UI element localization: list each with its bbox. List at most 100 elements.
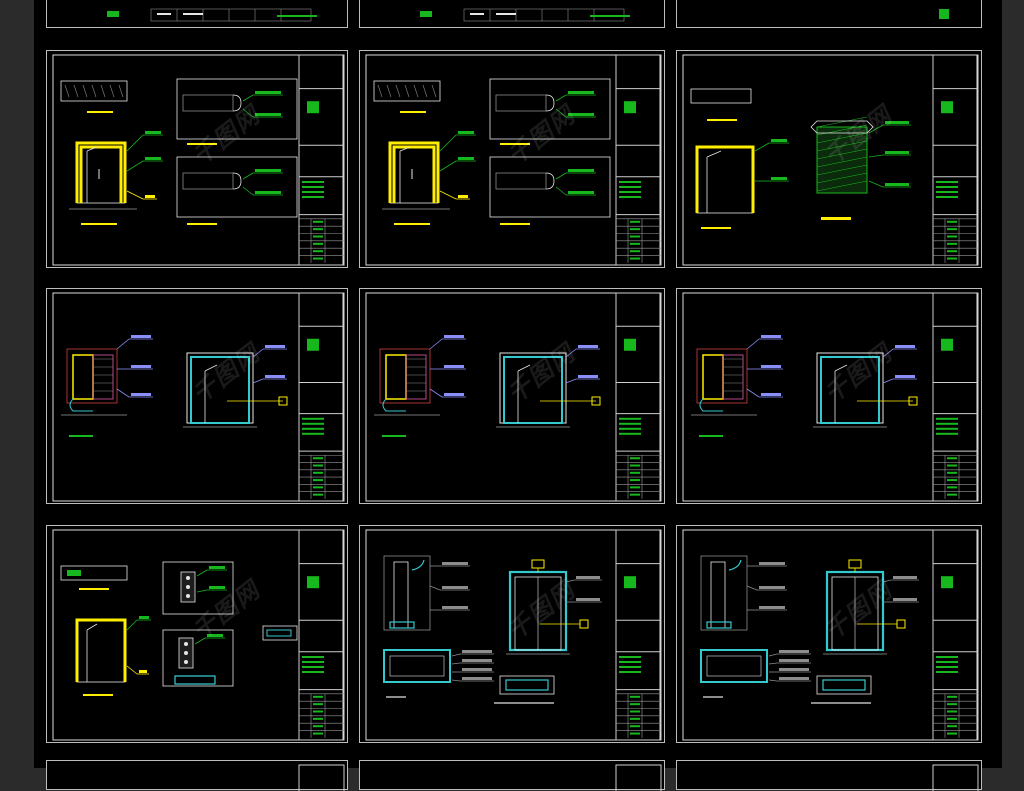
sec-top-callout-a-label (568, 91, 594, 94)
detail-bot-callout-a-leader (194, 637, 206, 645)
hatch-callout-a-label (885, 121, 909, 124)
plan-hatch-line (91, 84, 97, 98)
elev-callout-a-label (458, 131, 474, 134)
sheet-drawing (939, 9, 949, 19)
title-grid-text (630, 695, 640, 698)
elev-callout-c-leader (439, 190, 457, 200)
elev-callout-b-leader (565, 378, 577, 384)
sheet-inner-border (52, 529, 344, 741)
head-callout-3-leader (451, 679, 461, 682)
door-frame-yellow (695, 145, 755, 213)
title-logo-mark (941, 576, 953, 589)
title-block (615, 54, 662, 266)
title-logo-mark (307, 101, 319, 114)
sheet-r0-c0 (46, 0, 348, 28)
hatch-callout-a-leader (868, 124, 884, 134)
door-elevation-outer (186, 352, 254, 424)
section-core-yellow (385, 354, 407, 400)
head-title-bar (703, 696, 723, 698)
sheet-drawing (365, 529, 662, 741)
title-text-line (302, 422, 324, 425)
section-veneer (405, 354, 427, 400)
sheet-inner-border (365, 54, 661, 266)
jamb-callout-b-label (759, 586, 785, 589)
detail-dot (186, 576, 190, 580)
sheet-drawing (615, 764, 662, 791)
section-molding-bottom (545, 172, 555, 190)
sec-bot-callout-b-leader (555, 186, 567, 196)
jamb-callout-b-leader (429, 585, 441, 591)
title-grid-text (947, 717, 957, 720)
plan-hatch-line (422, 84, 428, 98)
strip-table-text-green (277, 15, 317, 17)
title-logo-mark (307, 338, 319, 351)
title-block (932, 54, 979, 266)
title-grid-text (947, 486, 957, 489)
elev-callout-b-label (895, 375, 915, 378)
sheet-drawing (52, 54, 345, 266)
title-grid-text (313, 486, 323, 489)
sec-bot-callout-b-leader (242, 186, 254, 196)
detail-dot (184, 660, 188, 664)
title-text-line (936, 671, 958, 673)
small-detail-box (499, 675, 555, 695)
door-frame-yellow (75, 618, 127, 682)
plan-hatch-line (82, 84, 88, 98)
sec-callout-c-leader (746, 388, 760, 398)
title-text-line (619, 671, 641, 673)
section-outline-red (379, 348, 431, 404)
small-detail-box (262, 625, 298, 641)
elev-callout-a-label (576, 576, 600, 579)
title-text-line (302, 432, 324, 435)
elev-callout-a-label (771, 139, 787, 142)
sheet-drawing (365, 292, 662, 502)
head-callout-2-label (779, 668, 809, 671)
plan-hatch-line (431, 84, 437, 98)
door-leaf-line (204, 364, 218, 372)
plan-hatch-line (73, 84, 79, 98)
elev-callout-c-leader (126, 190, 144, 200)
title-text-line (302, 656, 324, 658)
door-frame-yellow (75, 141, 127, 203)
title-grid-text (630, 717, 640, 720)
elev-tag-yellow (278, 396, 288, 406)
title-grid-text (313, 493, 323, 496)
title-grid-text (630, 725, 640, 728)
section-veneer (722, 354, 744, 400)
sec-top-callout-b-leader (242, 108, 254, 118)
detail-top-callout-b-label (209, 586, 225, 589)
head-callout-1-leader (768, 662, 778, 665)
sheet-drawing (932, 764, 979, 791)
title-grid-text (630, 257, 640, 260)
title-text-line (619, 427, 641, 430)
sec-top-callout-a-leader (555, 94, 567, 102)
elev-callout-a-leader (439, 134, 457, 152)
plan-hatch-line (413, 84, 419, 98)
title-grid-text (947, 235, 957, 238)
section-box-bottom (489, 156, 611, 218)
jamb-callout-c-label (442, 606, 468, 609)
elev-callout-a-label (893, 576, 917, 579)
plan-title-bar (87, 111, 113, 113)
sheet-drawing (682, 54, 979, 266)
head-callout-0-leader (768, 653, 778, 657)
title-text-line (619, 186, 641, 188)
sec-bot-callout-a-label (255, 169, 281, 172)
hatch-callout-c-leader (868, 180, 884, 188)
detail-top-callout-a-leader (196, 569, 208, 577)
title-grid-text (313, 471, 323, 474)
sheet-r4-c0 (46, 760, 348, 791)
section-hatch-line (816, 156, 868, 168)
title-grid-text (313, 710, 323, 713)
section-core-yellow (702, 354, 724, 400)
section-title-bar (382, 435, 406, 437)
cad-drawing-preview: 千图网千图网千图网千图网千图网千图网千图网千图网千图网 (34, 0, 1002, 791)
title-grid-text (947, 493, 957, 496)
door-leaf-line (399, 146, 411, 152)
elevation-title-bar (83, 694, 113, 696)
small-detail-box (816, 675, 872, 695)
small-detail-cyan (505, 679, 549, 691)
section-profile-top (495, 94, 547, 112)
sheet-drawing (52, 292, 345, 502)
sheet-inner-border (52, 292, 344, 502)
